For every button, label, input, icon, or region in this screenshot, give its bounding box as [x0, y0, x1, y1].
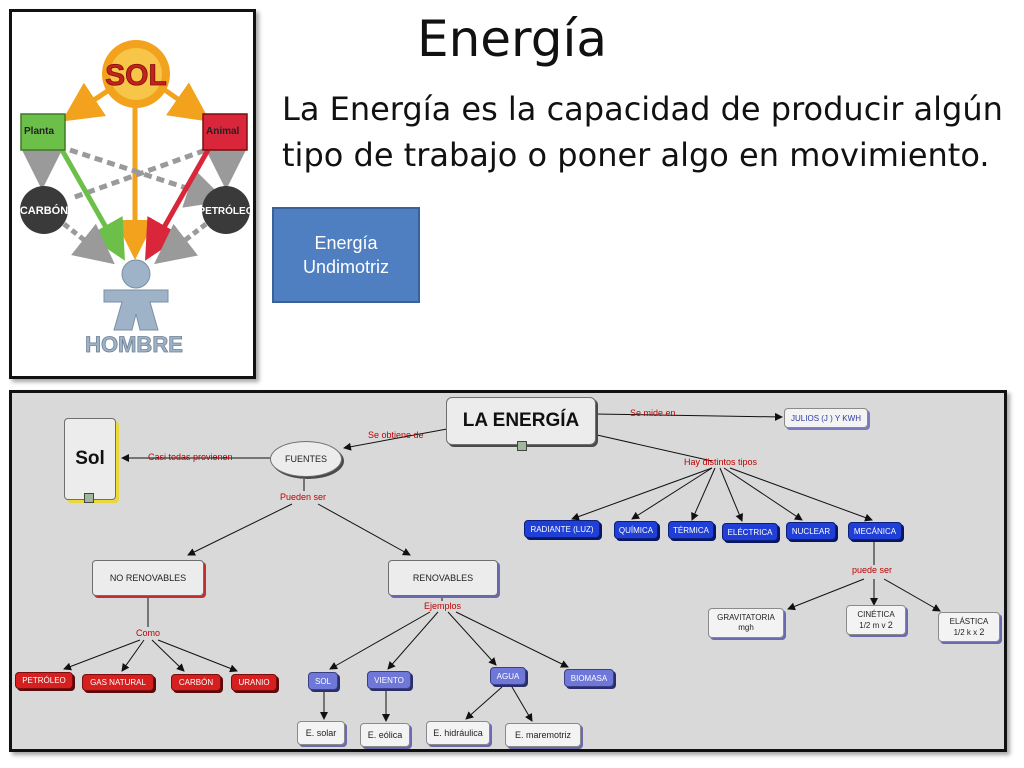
- item-label: GAS NATURAL: [90, 678, 146, 687]
- coal-to-man-arrow: [62, 222, 115, 265]
- renewable-item[interactable]: BIOMASA: [564, 669, 614, 687]
- energy-item[interactable]: E. eólica: [360, 723, 410, 747]
- animal-to-man-arrow: [145, 148, 211, 261]
- plant-label: Planta: [24, 126, 54, 137]
- non-renewable-item[interactable]: CARBÓN: [171, 674, 221, 691]
- renewable-item[interactable]: AGUA: [490, 667, 526, 685]
- energy-item[interactable]: E. hidráulica: [426, 721, 490, 745]
- item-label: SOL: [314, 676, 331, 686]
- type-node-nuclear[interactable]: NUCLEAR: [786, 522, 836, 540]
- oil-circle: [202, 186, 250, 234]
- sun-icon: SOL: [102, 40, 170, 108]
- energy-item[interactable]: E. solar: [297, 721, 345, 745]
- type-label: NUCLEAR: [791, 526, 831, 536]
- map-node-icon[interactable]: [517, 441, 527, 451]
- sources-label: FUENTES: [284, 454, 327, 464]
- measure-label: JULIOS (J ) Y KWH: [791, 413, 861, 423]
- slide-title: Energía: [417, 10, 607, 68]
- item-label: E. maremotriz: [514, 730, 571, 740]
- kinetic-node[interactable]: CINÉTICA 1/2 m v 2: [846, 605, 906, 635]
- oil-to-man-arrow: [154, 222, 208, 265]
- elastic-exponent: 2: [979, 626, 985, 637]
- item-label: URANIO: [238, 678, 270, 687]
- sun-to-plant-arrow: [61, 82, 114, 122]
- sun-to-animal-arrow: [160, 82, 211, 122]
- non-renewable-item[interactable]: PETRÓLEO: [15, 672, 73, 689]
- item-label: BIOMASA: [570, 673, 608, 683]
- animal-box: [202, 113, 248, 151]
- coal-circle: [20, 186, 68, 234]
- type-label: ELÉCTRICA: [727, 527, 773, 537]
- oil-label: PETRÓLEO: [198, 204, 253, 217]
- elastic-formula-row: 1/2 k x 2: [954, 627, 985, 638]
- item-label: AGUA: [496, 671, 520, 681]
- item-label: E. hidráulica: [433, 728, 483, 738]
- gravitational-node[interactable]: GRAVITATORIA mgh: [708, 608, 784, 638]
- sol-node[interactable]: Sol: [64, 418, 116, 500]
- elastic-formula: 1/2 k x: [953, 627, 978, 637]
- concept-map-panel: LA ENERGÍA Se mide en JULIOS (J ) Y KWH …: [9, 390, 1007, 752]
- renewable-item[interactable]: VIENTO: [367, 671, 411, 689]
- elastic-node[interactable]: ELÁSTICA 1/2 k x 2: [938, 612, 1000, 642]
- type-label: RADIANTE (LUZ): [530, 524, 594, 534]
- undimotriz-box: Energía Undimotriz: [272, 207, 420, 303]
- types-link-label: Hay distintos tipos: [684, 457, 758, 467]
- type-node-thermal[interactable]: TÉRMICA: [668, 521, 714, 539]
- undimotriz-label-2: Undimotriz: [302, 257, 390, 277]
- type-label: TÉRMICA: [673, 525, 709, 535]
- examples-link-label: Ejemplos: [424, 601, 462, 611]
- renewable-item[interactable]: SOL: [308, 672, 338, 690]
- type-label: MECÁNICA: [853, 526, 897, 536]
- renewable-node[interactable]: RENOVABLES: [388, 560, 498, 596]
- renewable-label: RENOVABLES: [412, 573, 474, 583]
- energy-item[interactable]: E. maremotriz: [505, 723, 581, 747]
- como-link-label: Como: [136, 628, 161, 638]
- item-label: E. solar: [305, 728, 337, 738]
- gravitational-formula: mgh: [738, 623, 754, 632]
- elastic-label: ELÁSTICA: [949, 616, 989, 626]
- item-label: CARBÓN: [178, 678, 214, 687]
- type-node-mechanical[interactable]: MECÁNICA: [848, 522, 902, 540]
- sol-link-label: Casi todas provienen: [148, 452, 233, 462]
- gravitational-label: GRAVITATORIA: [717, 613, 775, 622]
- mech-link-label: puede ser: [852, 565, 893, 575]
- type-node-electric[interactable]: ELÉCTRICA: [722, 523, 778, 541]
- type-label: QUÍMICA: [618, 525, 654, 535]
- type-node-chemical[interactable]: QUÍMICA: [614, 521, 658, 539]
- man-label: HOMBRE: [85, 332, 183, 357]
- kinetic-label: CINÉTICA: [857, 609, 895, 619]
- non-renewable-item[interactable]: URANIO: [231, 674, 277, 691]
- undimotriz-label-1: Energía: [314, 233, 378, 253]
- kinetic-formula: 1/2 m v: [859, 620, 886, 630]
- measure-link-label: Se mide en: [630, 408, 676, 418]
- coal-label: CARBÓN: [20, 204, 68, 217]
- sol-label: Sol: [75, 448, 105, 469]
- non-renewable-label: NO RENOVABLES: [109, 573, 187, 583]
- energy-definition: La Energía es la capacidad de producir a…: [282, 90, 1003, 174]
- animal-label: Animal: [206, 126, 240, 137]
- can-be-link-label: Pueden ser: [280, 492, 327, 502]
- main-concept-node[interactable]: LA ENERGÍA: [446, 397, 596, 445]
- type-node-radiant[interactable]: RADIANTE (LUZ): [524, 520, 600, 538]
- kinetic-formula-row: 1/2 m v 2: [859, 620, 892, 631]
- item-label: PETRÓLEO: [22, 676, 66, 685]
- measure-node[interactable]: JULIOS (J ) Y KWH: [784, 408, 868, 428]
- energy-flow-diagram: SOL Planta Animal CARBÓN PETRÓLEO HOMBRE: [20, 40, 254, 357]
- man-icon: [103, 259, 169, 331]
- item-label: VIENTO: [374, 675, 404, 685]
- energy-flow-panel: SOL Planta Animal CARBÓN PETRÓLEO HOMBRE: [9, 9, 256, 379]
- kinetic-exponent: 2: [887, 619, 893, 630]
- non-renewable-item[interactable]: GAS NATURAL: [82, 674, 154, 691]
- sources-node[interactable]: FUENTES: [270, 441, 342, 477]
- plant-box: [20, 113, 66, 151]
- main-concept-label: LA ENERGÍA: [462, 410, 580, 431]
- sun-label: SOL: [105, 59, 167, 92]
- concept-map-links: [63, 412, 941, 722]
- source-link-label: Se obtiene de: [368, 430, 424, 440]
- non-renewable-node[interactable]: NO RENOVABLES: [92, 560, 204, 596]
- sol-node-icon[interactable]: [84, 493, 94, 503]
- item-label: E. eólica: [367, 730, 403, 740]
